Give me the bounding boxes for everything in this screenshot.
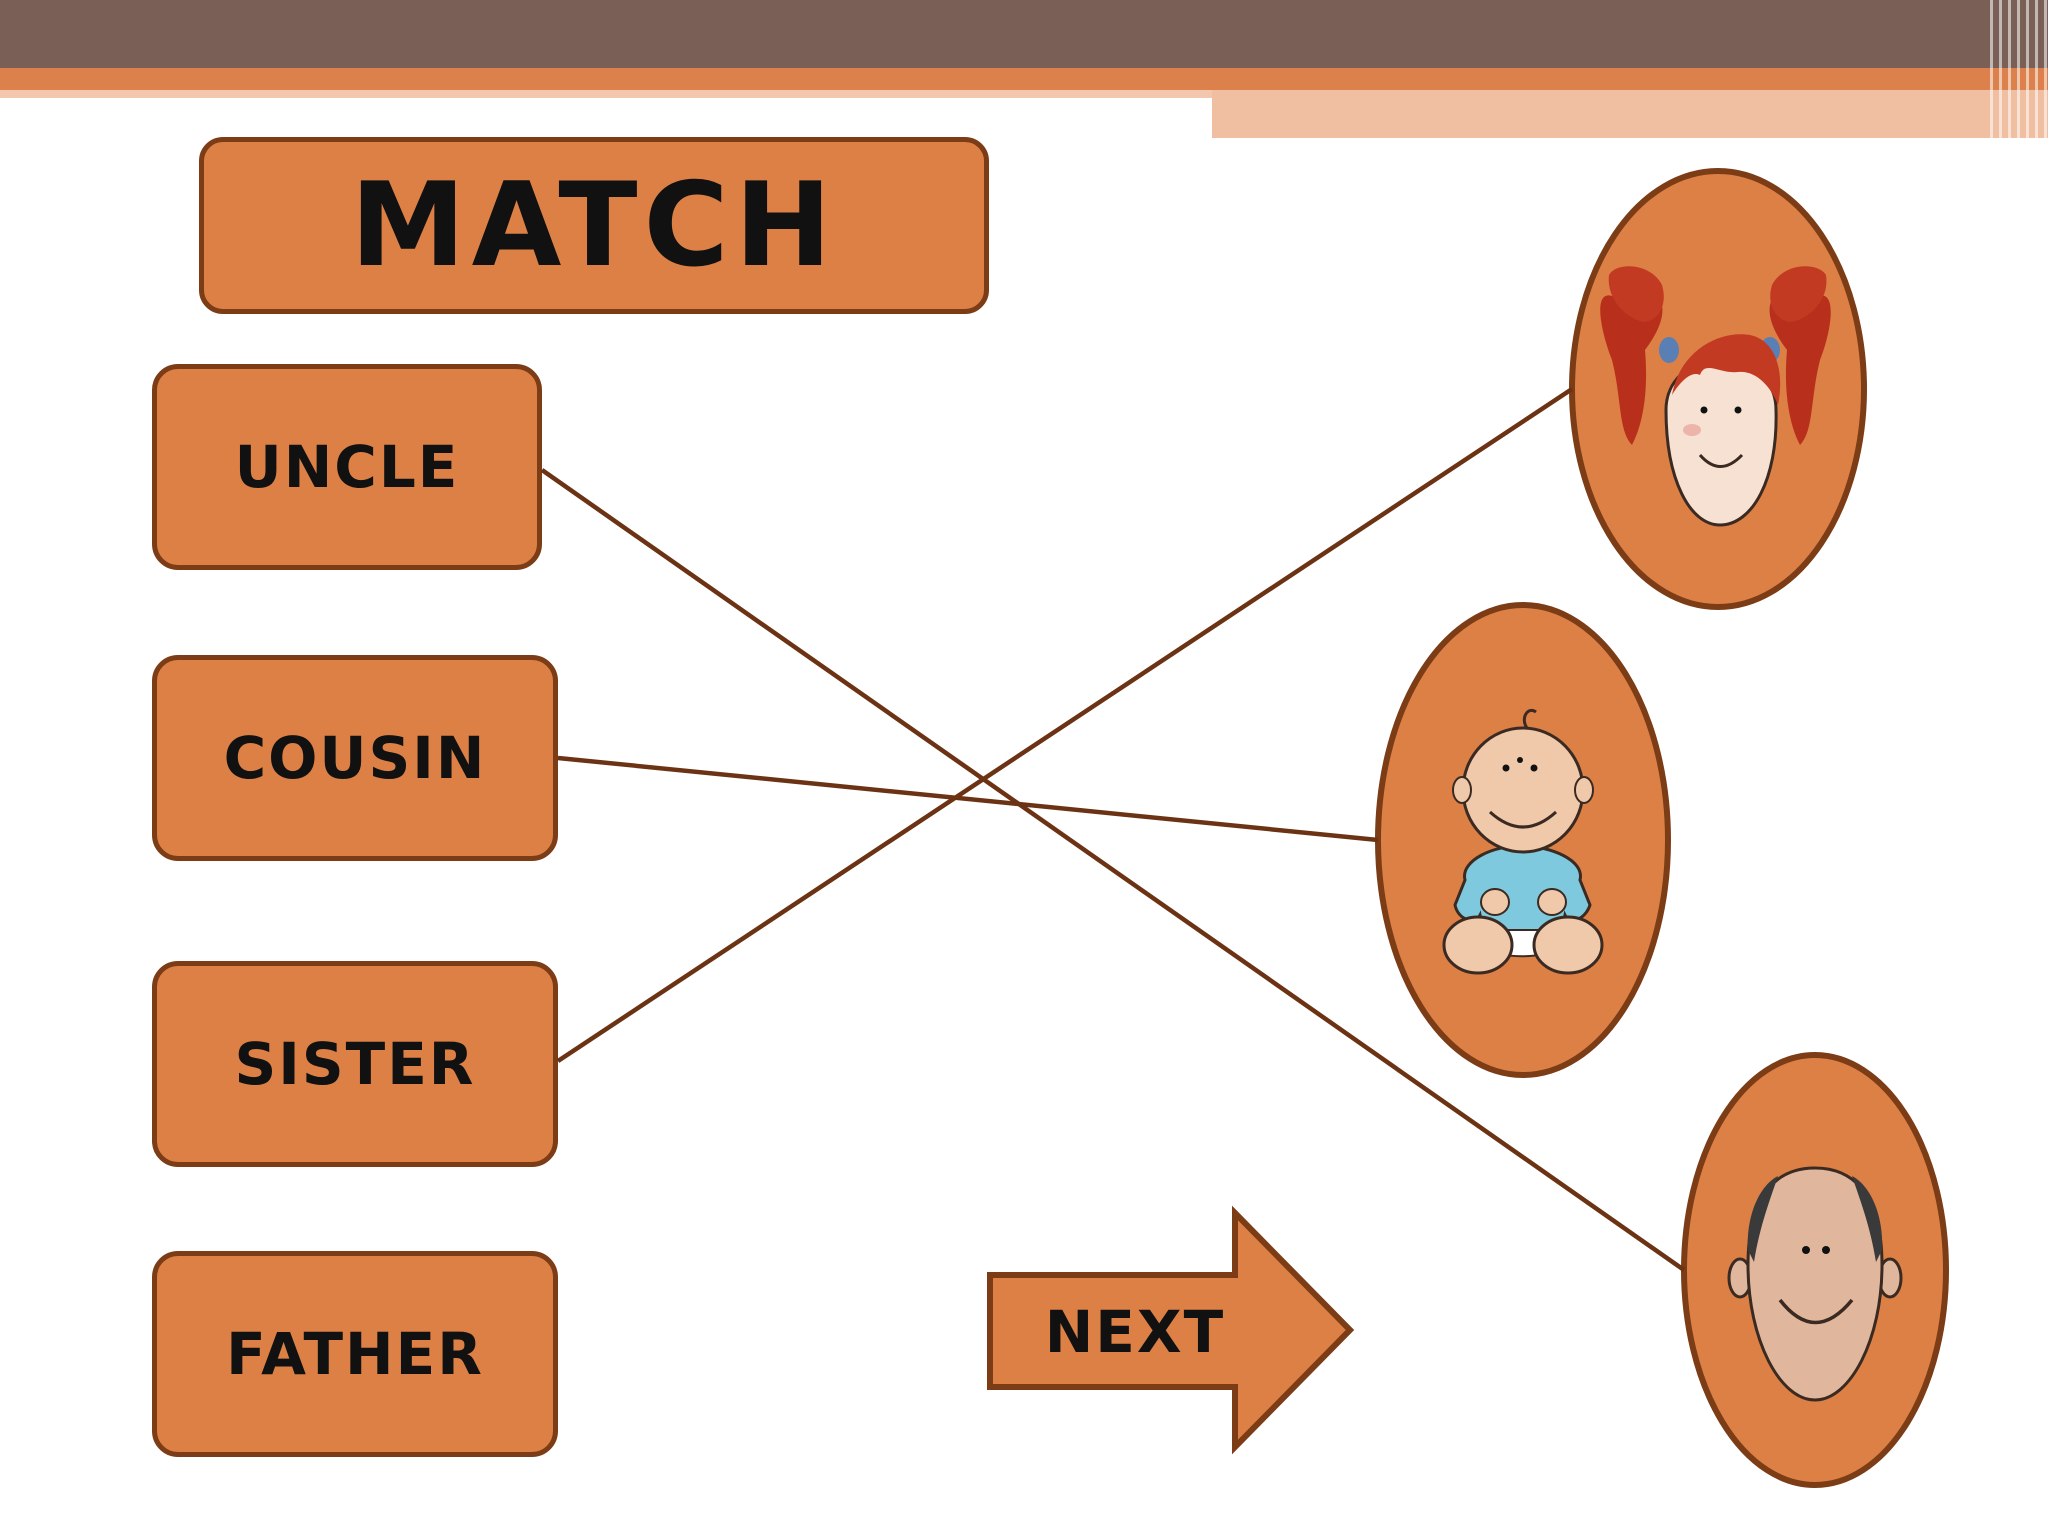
word-label-uncle: UNCLE (234, 433, 460, 501)
word-box-sister[interactable]: SISTER (152, 961, 558, 1167)
next-label: NEXT (1044, 1298, 1226, 1366)
connection-line-sister (556, 387, 1574, 1063)
girl-face-icon (1600, 266, 1831, 527)
header-stripe (0, 68, 2048, 90)
page-title: MATCH (350, 158, 838, 293)
word-box-father[interactable]: FATHER (152, 1251, 558, 1457)
connection-line-cousin (557, 755, 1379, 843)
header-bar (0, 0, 2048, 68)
baby-icon (1442, 709, 1604, 975)
arrow-right-icon (987, 1205, 1355, 1455)
word-label-cousin: COUSIN (223, 724, 487, 792)
word-label-father: FATHER (226, 1320, 484, 1388)
connection-line-uncle (540, 468, 1686, 1272)
header-stripe-light (0, 90, 1212, 98)
word-box-cousin[interactable]: COUSIN (152, 655, 558, 861)
bald-man-face-icon (1727, 1166, 1903, 1402)
next-button[interactable] (987, 1205, 1355, 1455)
word-box-uncle[interactable]: UNCLE (152, 364, 542, 570)
header-edge-lines (1990, 0, 2048, 138)
word-label-sister: SISTER (234, 1030, 476, 1098)
header-fade (1212, 90, 2048, 138)
title-box: MATCH (199, 137, 989, 314)
